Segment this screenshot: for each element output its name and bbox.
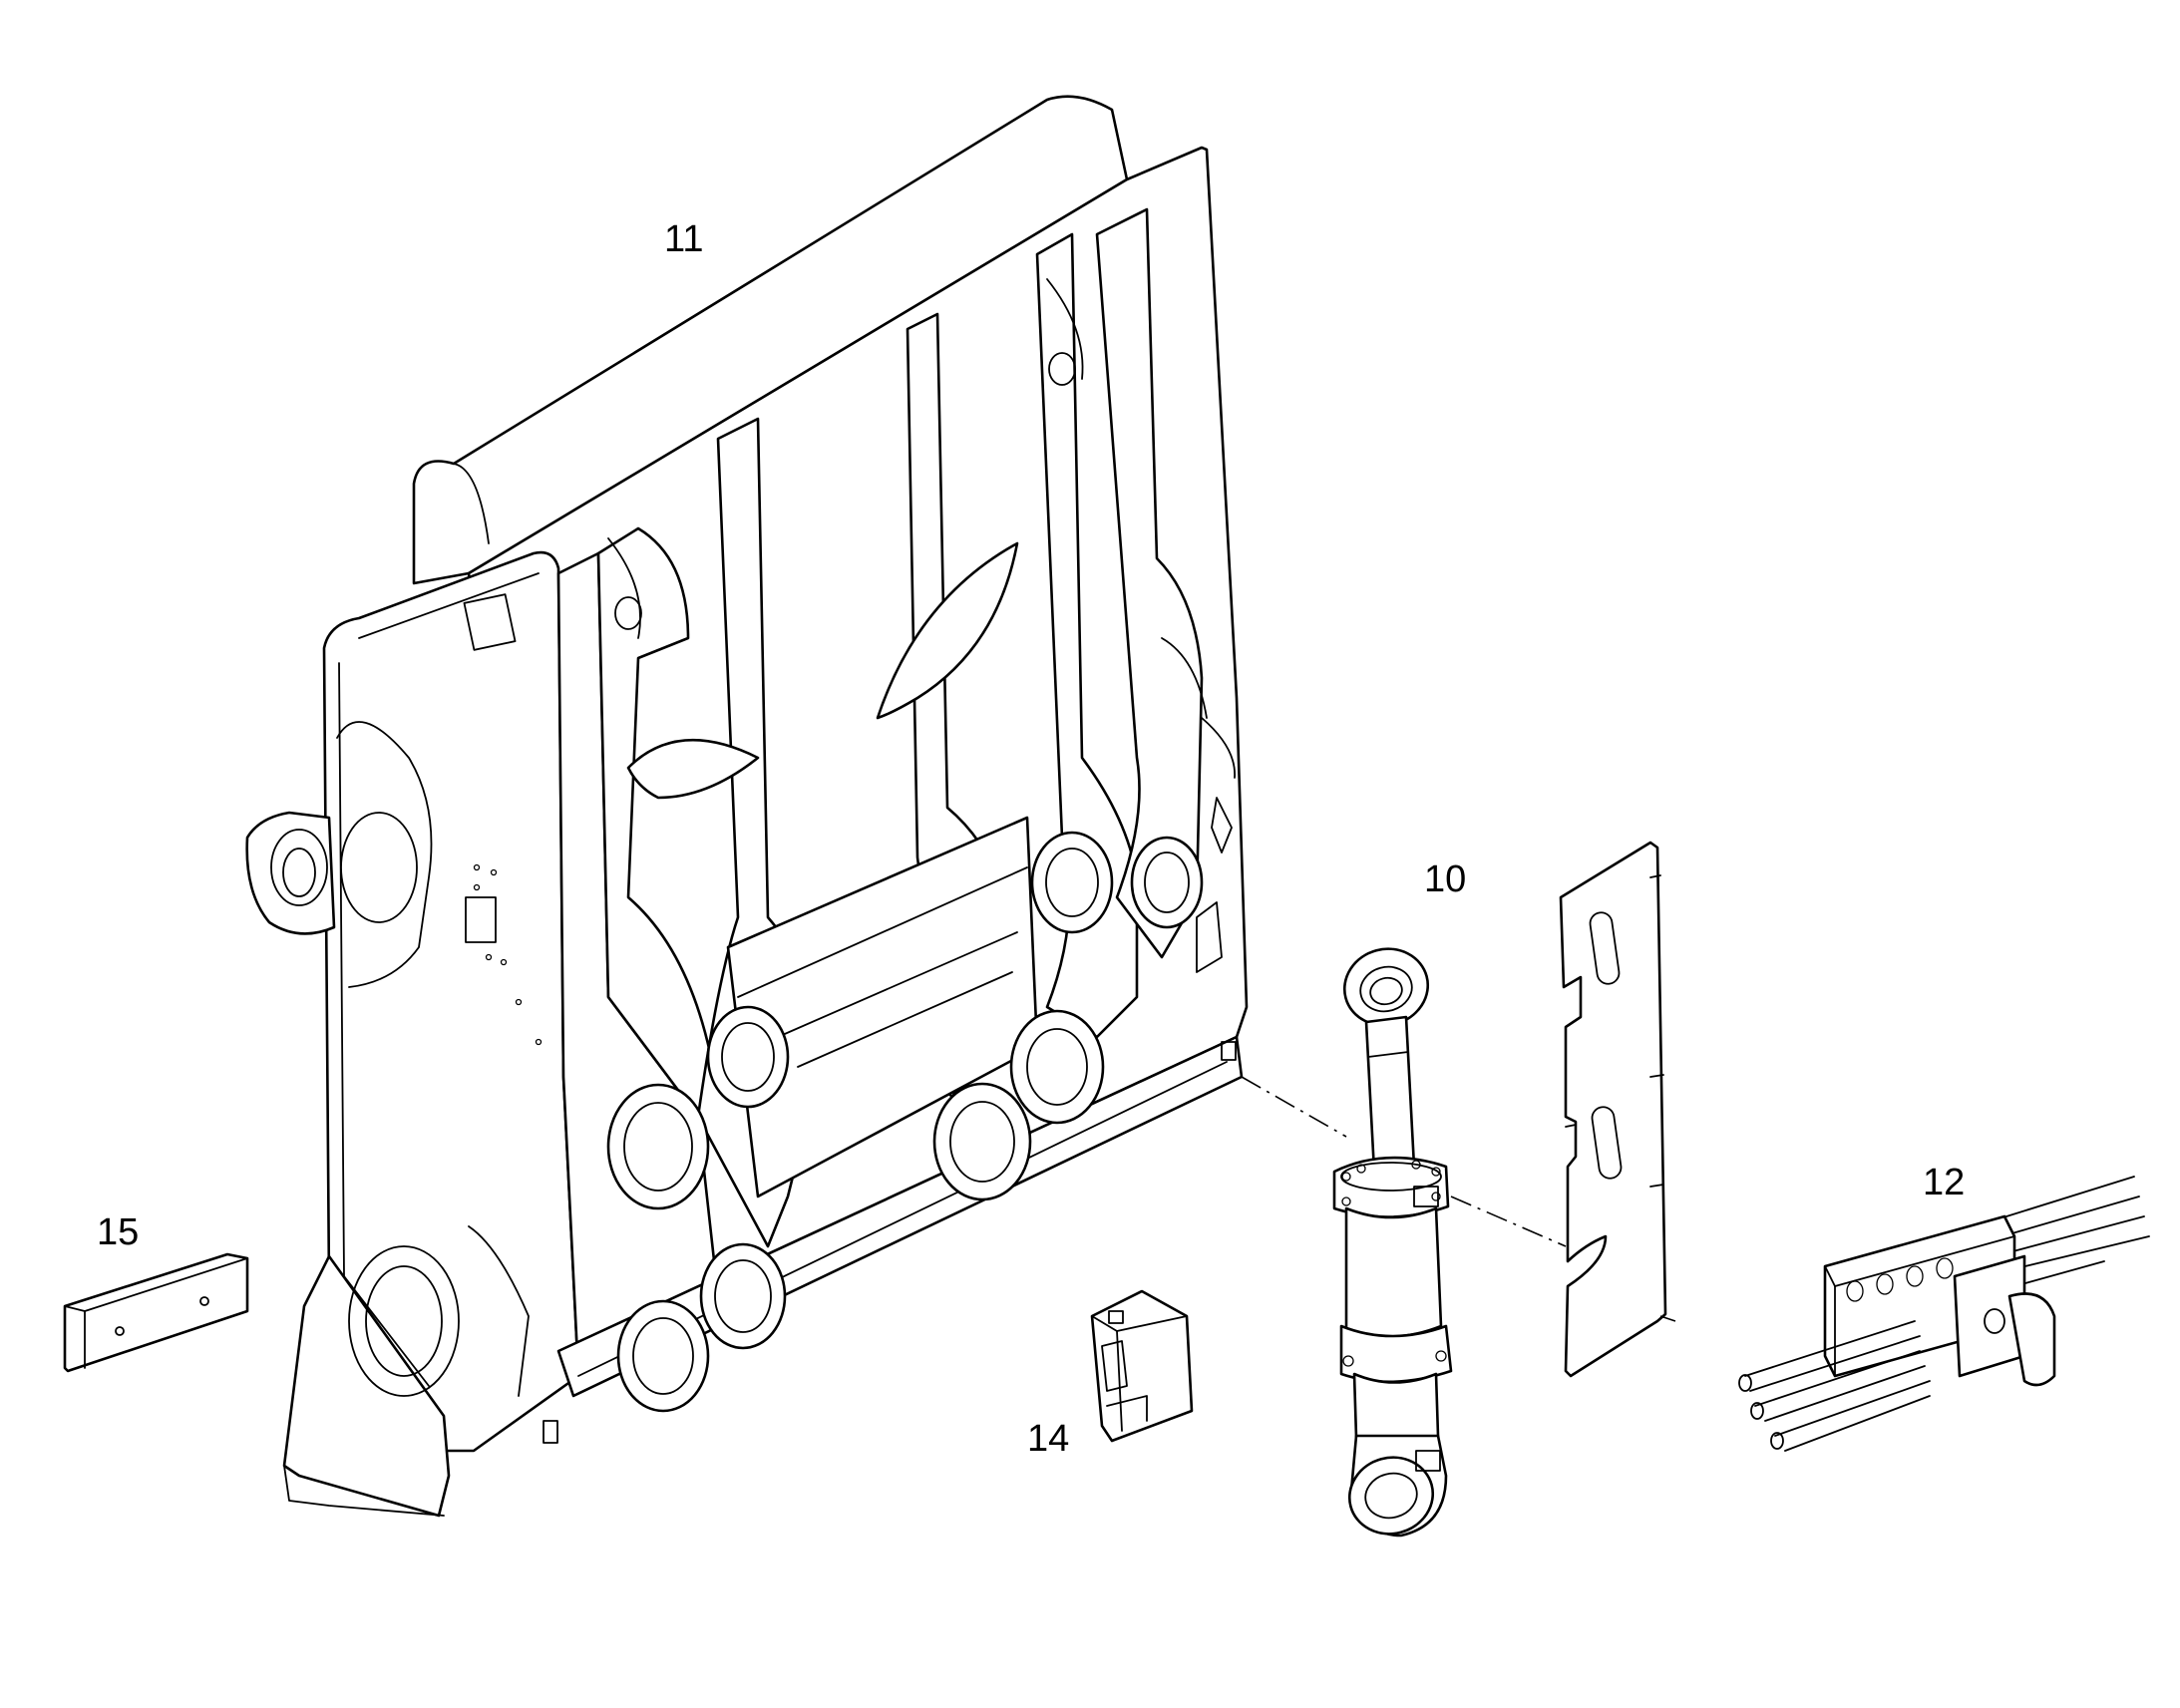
callout-label-10: 10	[1424, 858, 1466, 900]
callout-label-14: 14	[1027, 1418, 1069, 1460]
bracket-part-14	[1090, 1289, 1194, 1443]
callout-label-12: 12	[1923, 1162, 1965, 1203]
alignment-line-upper	[1241, 1076, 1347, 1138]
callout-label-15: 15	[97, 1211, 139, 1253]
frame-bosses	[606, 831, 1204, 1413]
shim-plate	[1559, 841, 1667, 1378]
alignment-line-lower	[1450, 1196, 1567, 1247]
main-frame-part-11	[245, 95, 1249, 1518]
hydraulic-cylinder-part-10	[1332, 947, 1453, 1537]
alignment-line-plate	[1659, 1315, 1676, 1322]
wear-pad-part-15	[63, 1252, 249, 1373]
callout-label-11: 11	[664, 218, 703, 260]
valve-block-part-12	[1738, 1176, 2150, 1452]
